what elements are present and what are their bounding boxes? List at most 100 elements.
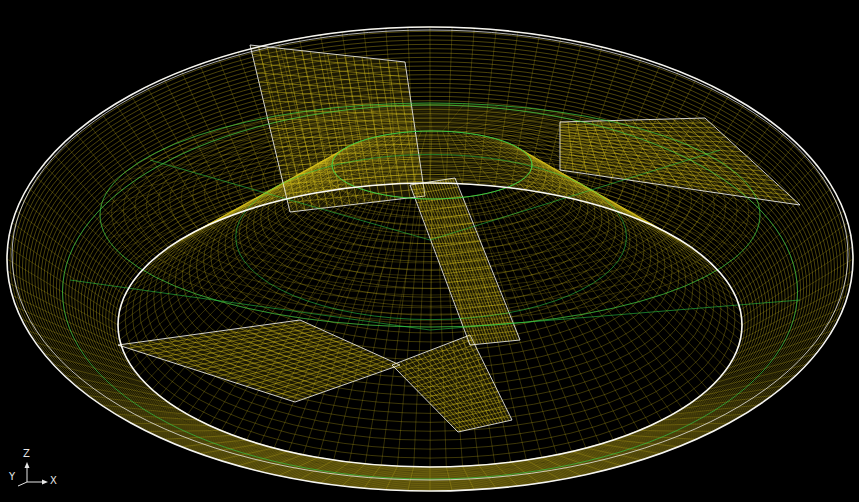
blade-mesh [275, 360, 389, 396]
blade-mesh [453, 178, 518, 340]
blade-mesh [450, 179, 514, 341]
blade-mesh [272, 136, 416, 137]
blade-mesh [219, 331, 353, 381]
mesh-meridian [364, 199, 417, 489]
blade-mesh [454, 415, 509, 428]
blade-mesh [288, 189, 424, 203]
mesh-ring [90, 144, 770, 473]
mesh-meridian [463, 109, 532, 133]
mesh-ring [7, 27, 853, 491]
blade-mesh [328, 54, 358, 205]
mesh-meridian [510, 186, 759, 414]
blade-mesh [665, 119, 734, 195]
mesh-meridian [453, 105, 499, 131]
mesh-meridian [499, 190, 651, 298]
blade-mesh [457, 340, 503, 422]
feature-line [430, 150, 720, 240]
blade-mesh [274, 144, 417, 147]
mesh-meridian [342, 198, 411, 486]
blade-mesh [429, 382, 494, 402]
blade-mesh [281, 166, 420, 175]
mesh-meridian [9, 169, 332, 340]
mesh-ring [103, 161, 758, 470]
blade-mesh [432, 387, 495, 406]
mesh-meridian [523, 179, 731, 261]
mesh-meridian [519, 182, 797, 396]
blade-mesh [285, 363, 394, 399]
mesh-meridian [8, 167, 333, 333]
mesh-ring [87, 140, 773, 474]
blade-mesh [280, 323, 389, 369]
blade-mesh [448, 179, 512, 341]
blade-mesh [246, 353, 372, 387]
blade-mesh [641, 120, 694, 190]
axis-triad [18, 462, 48, 486]
blade-mesh [443, 401, 502, 417]
blade-mesh [362, 57, 388, 200]
mesh-meridian [516, 184, 785, 403]
blade-mesh [345, 55, 373, 202]
blade-mesh [425, 378, 491, 399]
blade-mesh [697, 118, 787, 203]
feature-line [236, 154, 627, 319]
blade-mesh [560, 130, 721, 133]
blade-mesh [560, 146, 753, 162]
mesh-ring [115, 179, 745, 468]
mesh-meridian [396, 199, 422, 327]
blade-mesh [466, 337, 509, 421]
mesh-meridian [491, 193, 624, 306]
mesh-meridian [147, 190, 365, 431]
mesh-ring [93, 148, 766, 472]
blade-mesh [249, 327, 370, 375]
blade-mesh [467, 331, 517, 336]
blade-mesh [689, 118, 773, 201]
blade-mesh [461, 338, 506, 421]
mesh-meridian [527, 155, 832, 282]
mesh-ring [106, 166, 755, 470]
rim-outline [12, 30, 848, 480]
feature-line [63, 105, 798, 479]
blade-mesh [560, 123, 710, 125]
blade-mesh [260, 326, 377, 374]
blade-mesh [336, 54, 365, 203]
mesh-meridian [473, 113, 565, 134]
blade-mesh [649, 120, 707, 192]
feature-line [430, 300, 800, 330]
mesh-ring [13, 36, 847, 490]
mesh-meridian [519, 182, 716, 271]
mesh-meridian [265, 194, 382, 312]
blade-mesh [239, 328, 365, 377]
mesh-meridian [495, 191, 696, 439]
blade-mesh [270, 324, 383, 371]
blade-mesh [290, 321, 394, 367]
mesh-meridian [525, 177, 825, 376]
blade-mesh [256, 355, 378, 389]
mesh-meridian [430, 103, 432, 131]
blade-mesh [435, 348, 488, 425]
axis-label: Y [9, 472, 15, 482]
mesh-meridian [532, 169, 851, 340]
blade-panel [118, 320, 400, 402]
mesh-ring [96, 153, 763, 472]
blade-mesh [560, 135, 731, 142]
blade-mesh [445, 180, 509, 342]
blade-panel [560, 118, 800, 205]
mesh-meridian [463, 38, 561, 190]
mesh-meridian [531, 170, 848, 347]
blade-mesh [229, 330, 359, 380]
floor-outline [118, 183, 742, 467]
axis-label: X [50, 476, 57, 486]
blade-mesh [396, 61, 417, 197]
blade-mesh [440, 396, 501, 413]
feature-line [70, 280, 430, 330]
mesh-meridian [12, 170, 333, 347]
blade-panel [392, 335, 512, 432]
mesh-ring [112, 174, 748, 468]
mesh-meridian [164, 191, 369, 439]
mesh-meridian [491, 193, 679, 447]
blade-mesh [353, 56, 380, 201]
blade-mesh [436, 392, 498, 410]
blade-mesh [453, 342, 500, 423]
